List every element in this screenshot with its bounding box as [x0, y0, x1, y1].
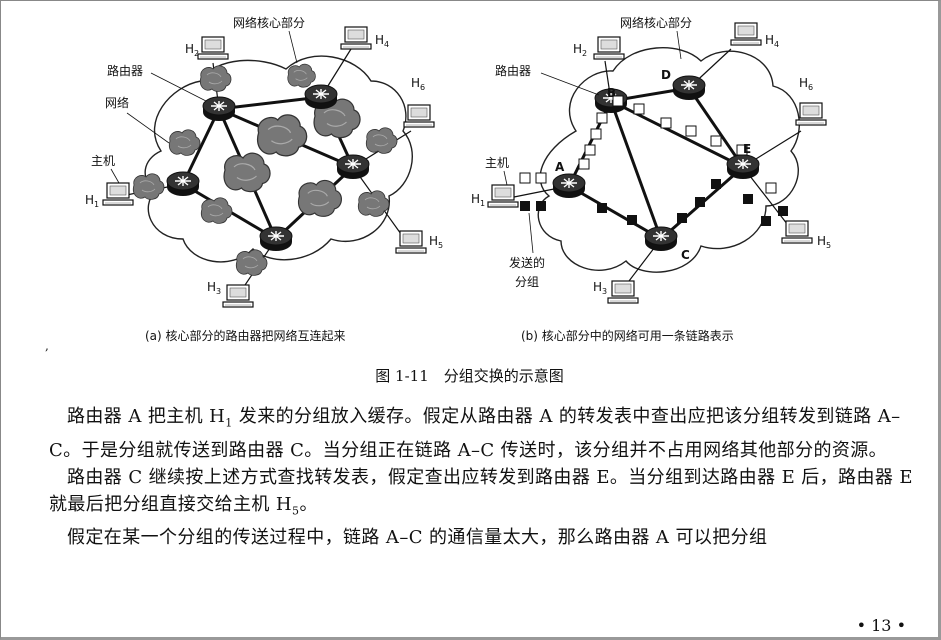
packet-switching-figure: 网络核心部分 路由器 网络 主机 H1 H2 H3 H4 H5 H6	[85, 15, 831, 308]
svg-text:D: D	[661, 68, 671, 82]
page-number: • 13 •	[856, 616, 906, 635]
paragraph-1: 路由器 A 把主机 H1 发来的分组放入缓存。假定从路由器 A 的转发表中查出应…	[49, 406, 901, 461]
stray-mark: ,	[45, 339, 49, 353]
figure-title: 图 1-11 分组交换的示意图	[375, 367, 564, 385]
paragraph-3: 假定在某一个分组的传送过程中，链路 A–C 的通信量太大，那么路由器 A 可以把…	[67, 527, 768, 549]
left-core-label: 网络核心部分	[233, 15, 305, 30]
svg-text:H3: H3	[593, 280, 607, 296]
left-subfigure-caption: (a) 核心部分的路由器把网络互连起来	[145, 329, 346, 343]
svg-text:C: C	[681, 248, 690, 262]
svg-text:H5: H5	[817, 234, 831, 250]
left-host-label: 主机	[91, 154, 115, 168]
right-packet-label-2: 分组	[515, 275, 539, 289]
right-filled-packets	[520, 179, 788, 226]
svg-text:H3: H3	[207, 280, 221, 296]
right-outline-packets	[519, 95, 777, 194]
svg-text:H1: H1	[471, 192, 485, 208]
left-host-names: H1 H2 H3 H4 H5 H6	[85, 33, 443, 296]
svg-text:E: E	[743, 142, 751, 156]
left-router-label: 路由器	[107, 63, 143, 78]
svg-text:H5: H5	[429, 234, 443, 250]
svg-text:H4: H4	[765, 33, 779, 49]
svg-text:H4: H4	[375, 33, 389, 49]
right-host-names: H1 H2 H3 H4 H5 H6	[471, 33, 831, 296]
right-router-letters: A B C D E	[555, 68, 751, 262]
svg-text:H6: H6	[411, 76, 425, 92]
svg-text:H1: H1	[85, 193, 99, 209]
right-packet-label-1: 发送的	[509, 255, 545, 270]
svg-text:H2: H2	[185, 42, 199, 58]
paragraph-2: 路由器 C 继续按上述方式查找转发表，假定查出应转发到路由器 E。当分组到达路由…	[49, 466, 913, 518]
svg-text:H2: H2	[573, 42, 587, 58]
right-host-label: 主机	[485, 156, 509, 170]
svg-text:A: A	[555, 160, 565, 174]
right-subfigure-caption: (b) 核心部分中的网络可用一条链路表示	[521, 329, 734, 343]
left-network-label: 网络	[105, 95, 129, 110]
svg-text:H6: H6	[799, 76, 813, 92]
svg-text:B: B	[607, 86, 616, 100]
body-text: 路由器 A 把主机 H1 发来的分组放入缓存。假定从路由器 A 的转发表中查出应…	[49, 403, 917, 551]
right-core-label: 网络核心部分	[620, 15, 692, 30]
right-router-label: 路由器	[495, 63, 531, 78]
